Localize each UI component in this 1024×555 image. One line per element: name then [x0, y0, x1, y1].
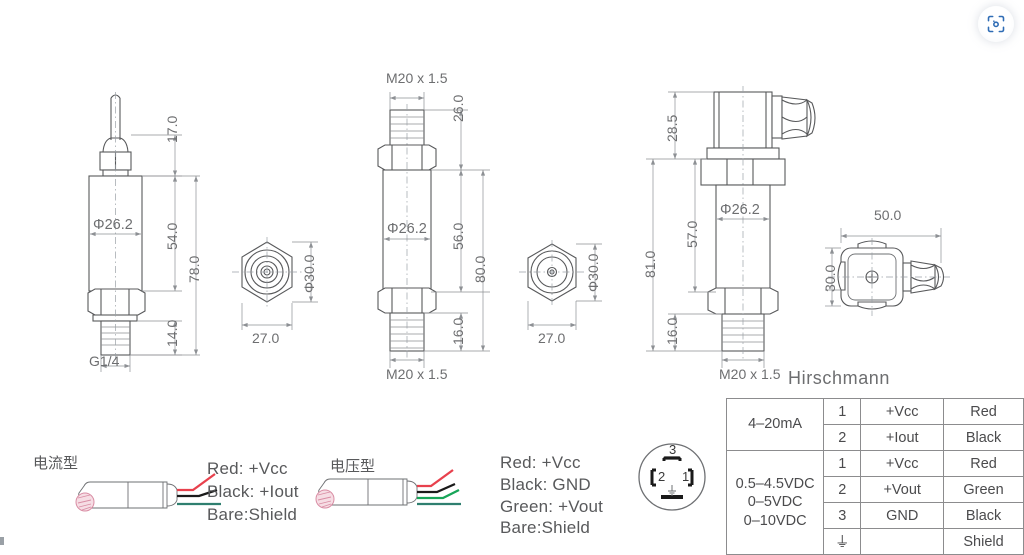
pin-signal [860, 528, 945, 555]
voltage-wire-2: Black: GND [500, 474, 591, 494]
current-wire-1: Red: +Vcc [207, 459, 288, 478]
view3-dimension-lines [646, 91, 765, 368]
voltage-wire-3: Green: +Vout [500, 496, 604, 516]
view3-sensor-body [700, 86, 816, 360]
current-type-title: 电流型 [33, 454, 79, 472]
view2-end-diameter: Φ30.0 [585, 253, 601, 292]
view1-dim-total: 78.0 [186, 255, 202, 283]
view1-across-flats: 27.0 [252, 330, 280, 346]
pin-signal: +Vcc [860, 398, 945, 425]
pin-signal: GND [860, 502, 945, 529]
pin-color: Black [943, 502, 1024, 529]
pin-label-3: 3 [669, 442, 677, 457]
wiring-current-diagram [75, 473, 221, 512]
wiring-voltage-diagram [315, 469, 461, 509]
view2-dimension-lines [389, 92, 490, 368]
pin-label-2: 2 [658, 469, 666, 484]
view2-thread-bottom: M20 x 1.5 [386, 366, 448, 382]
view3-dim-total: 81.0 [642, 250, 658, 278]
pin-color: Red [943, 398, 1024, 425]
pin-number: 1 [823, 450, 862, 477]
pin-color: Red [943, 450, 1024, 477]
connector-pinout-circle [638, 443, 706, 511]
view1-end-diameter: Φ30.0 [301, 254, 317, 293]
view3-dim-thread: 16.0 [664, 317, 680, 345]
pinout-table: 4–20mA 1 +Vcc Red 2 +Iout Black 0.5–4.5V… [725, 398, 1024, 555]
pin-signal: +Iout [860, 424, 945, 451]
view3-top-width: 50.0 [874, 207, 902, 223]
table-row: 4–20mA 1 +Vcc Red [725, 398, 1024, 451]
view2-thread-top: M20 x 1.5 [386, 70, 448, 86]
camera-scan-icon [987, 15, 1005, 33]
pin-number: 3 [823, 502, 862, 529]
view1-diameter-label: Φ26.2 [93, 217, 133, 233]
view3-dim-head: 28.5 [664, 114, 680, 142]
voltage-type-title: 电压型 [330, 457, 376, 475]
view2-sensor-body [377, 104, 437, 358]
view1-thread-label: G1/4 [89, 353, 120, 369]
view2-diameter-label: Φ26.2 [387, 221, 427, 237]
view3-thread-bottom: M20 x 1.5 [719, 366, 781, 382]
table-row: 3 GND Black [727, 502, 1024, 529]
table-row: 2 +Iout Black [727, 424, 1024, 451]
view1-dimension-lines [100, 134, 200, 372]
current-wire-3: Bare:Shield [207, 504, 298, 524]
pin-color: Black [943, 424, 1024, 451]
view3-dim-body: 57.0 [684, 220, 700, 248]
range-line: 0.5–4.5VDC [735, 476, 815, 493]
view1-dim-top: 17.0 [164, 115, 180, 143]
view2-dim-top: 26.0 [450, 94, 466, 122]
range-current: 4–20mA [725, 398, 825, 451]
view3-diameter-label: Φ26.2 [720, 202, 760, 218]
view2-dim-thread: 16.0 [450, 317, 466, 345]
range-line: 0–10VDC [743, 512, 807, 529]
pin-ground-symbol: ⏚ [823, 528, 862, 555]
pin-number: 1 [823, 398, 862, 425]
view1-dim-body: 54.0 [164, 222, 180, 250]
range-line: 0–5VDC [747, 494, 803, 511]
table-row: 0.5–4.5VDC 0–5VDC 0–10VDC 1 +Vcc Red [725, 450, 1024, 555]
view3-top-view [825, 228, 950, 316]
range-voltage: 0.5–4.5VDC 0–5VDC 0–10VDC [725, 450, 825, 555]
view1-end-view [232, 237, 318, 330]
pin-number: 2 [823, 424, 862, 451]
scroll-edge-marker [0, 537, 4, 545]
view2-dim-body: 56.0 [450, 222, 466, 250]
voltage-wire-1: Red: +Vcc [500, 453, 581, 472]
view3-top-height: 30.0 [822, 264, 838, 292]
pin-signal: +Vout [860, 476, 945, 503]
pin-color: Green [943, 476, 1024, 503]
current-wire-2: Black: +Iout [207, 481, 299, 501]
voltage-wire-4: Bare:Shield [500, 518, 591, 538]
view2-across-flats: 27.0 [538, 330, 566, 346]
pin-label-1: 1 [682, 469, 690, 484]
view1-dim-thread: 14.0 [164, 319, 180, 347]
pin-color: Shield [943, 528, 1024, 555]
view2-dim-total: 80.0 [472, 255, 488, 283]
pin-number: 2 [823, 476, 862, 503]
view2-end-view [519, 240, 602, 330]
visual-search-button[interactable] [978, 6, 1014, 42]
hirschmann-label: Hirschmann [788, 368, 891, 388]
pin-signal: +Vcc [860, 450, 945, 477]
